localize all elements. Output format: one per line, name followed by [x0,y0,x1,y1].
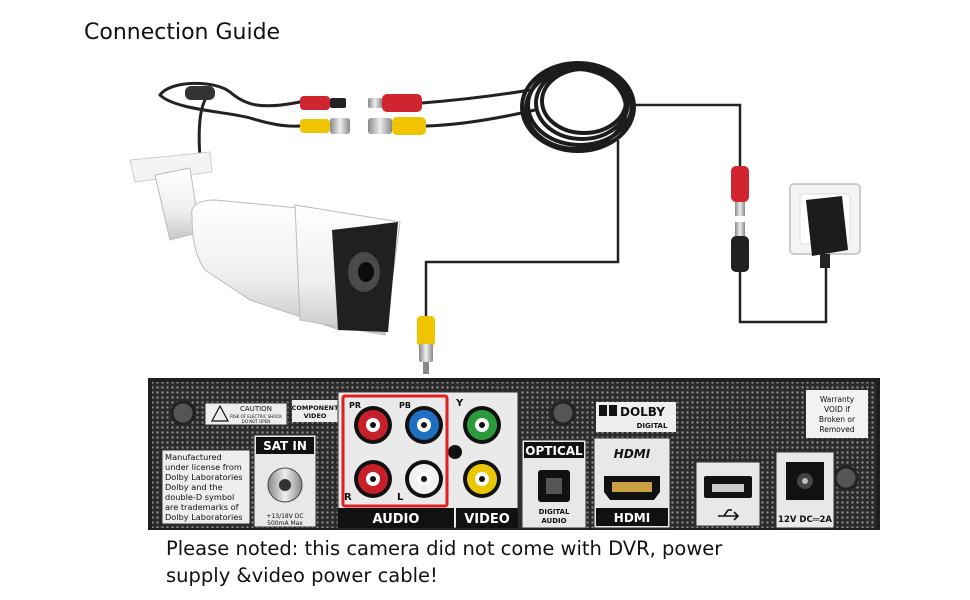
rca-jack-pr [354,406,392,444]
ground-post [448,445,462,459]
rca-jack-pb [405,406,443,444]
digital-audio-line-2: AUDIO [541,517,566,525]
av-jack-panel: AUDIO VIDEO PR PB Y R L [337,391,519,529]
hdmi-label: HDMI [614,511,650,525]
sat-in-spec-2: 500mA Max [267,520,303,527]
warranty-line: Warranty [820,395,855,404]
r-label: R [344,492,352,503]
hdmi-port: HDMI HDMI [593,437,671,529]
pr-label: PR [349,401,361,410]
bullet-camera [129,151,401,336]
rca-jack-audio-l [405,460,443,498]
dvr-video-bnc [417,316,435,374]
camera-power-plug [300,96,346,110]
extension-power-plug [368,94,422,112]
license-line: Dolby Laboratories [165,512,243,522]
caution-text: CAUTION [240,405,272,413]
optical-port: OPTICAL DIGITAL AUDIO [521,439,587,529]
rca-jack-audio-r [354,460,392,498]
license-line: Manufactured [165,452,222,462]
coiled-extension-cable [520,61,636,153]
l-label: L [397,492,404,503]
dolby-logo: DOLBY DIGITAL [596,402,676,432]
warranty-line: Removed [819,425,854,434]
hdmi-logo: HDMI [614,447,651,461]
note-line-2: supply &video power cable! [166,564,438,587]
video-line [424,140,620,318]
license-line: Dolby and the [165,482,223,492]
pb-label: PB [399,401,411,410]
adapter-line [738,268,828,324]
audio-label: AUDIO [373,512,420,527]
power-line [628,103,742,168]
sat-in-label: SAT IN [263,439,307,453]
camera-pigtail-cable [158,81,302,160]
warranty-line: Broken or [819,415,856,424]
camera-video-bnc [300,118,350,134]
power-label: 12V DC⎓2A [778,515,832,525]
license-line: are trademarks of [165,502,240,512]
component-line-1: COMPONENT [292,404,339,412]
dc-power-port: 12V DC⎓2A [775,451,835,529]
license-line: under license from [165,462,242,472]
power-connector-black [731,222,749,272]
sat-in-port: SAT IN +13/18V DC 500mA Max [253,434,317,528]
caution-label: CAUTION RISK OF ELECTRIC SHOCK DO NOT OP… [204,402,288,426]
disclaimer-note: Please noted: this camera did not come w… [166,535,926,589]
pigtail-junction [185,86,215,100]
y-label: Y [455,398,464,409]
license-line: double-D symbol [165,492,234,502]
sat-in-spec-1: +13/18V DC [266,513,303,520]
usb-icon [718,509,740,521]
caution-sub-1: RISK OF ELECTRIC SHOCK [230,414,282,419]
audio-highlight-box [341,394,449,508]
extension-video-bnc [368,117,426,135]
optical-label: OPTICAL [525,444,583,458]
license-line: Dolby Laboratories [165,472,243,482]
rca-jack-video [463,460,501,498]
power-connector-red [731,166,749,216]
caution-sub-2: DO NOT OPEN [242,419,270,424]
digital-audio-line-1: DIGITAL [539,508,570,516]
usb-port [695,461,761,527]
dolby-digital-text: DIGITAL [637,422,668,430]
component-line-2: VIDEO [304,412,327,420]
page-title: Connection Guide [84,20,281,45]
component-video-label: COMPONENT VIDEO [292,400,339,422]
warranty-line: VOID if [824,405,850,414]
video-label: VIDEO [464,512,510,527]
rca-jack-y [463,406,501,444]
dolby-logo-text: DOLBY [620,405,665,419]
power-adapter [806,196,848,268]
note-line-1: Please noted: this camera did not come w… [166,537,723,560]
